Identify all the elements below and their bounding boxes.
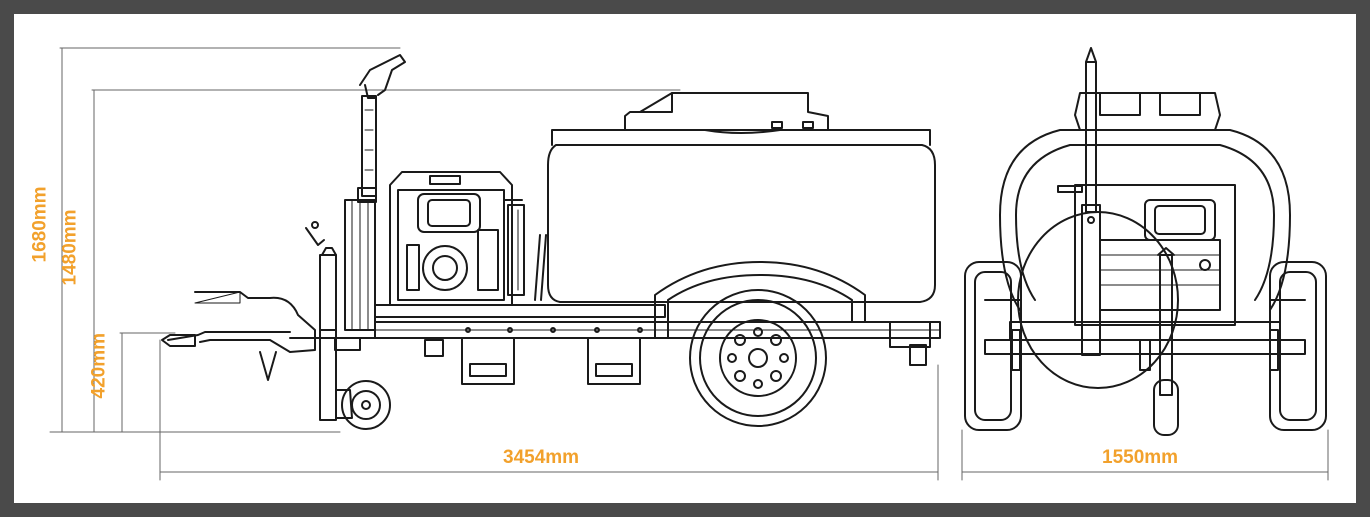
front-hose — [1017, 211, 1179, 389]
drawbar — [161, 291, 376, 381]
mudguard — [654, 261, 866, 339]
engine — [389, 171, 547, 306]
main-wheel — [689, 289, 827, 427]
technical-drawing — [49, 47, 1329, 481]
dimension-lines — [49, 47, 1329, 481]
tank — [547, 92, 936, 303]
trailer-side-view — [161, 54, 941, 430]
drawing-canvas: 1680mm 1480mm 420mm 3454mm 1550mm — [14, 14, 1356, 503]
hose-reel — [344, 187, 377, 331]
front-jockey-wheel — [1139, 247, 1179, 436]
dimension-height-total: 1680mm — [29, 186, 51, 263]
front-lance — [1081, 47, 1101, 356]
trailer-front-view — [964, 47, 1327, 436]
dimension-height-frame: 1480mm — [59, 209, 81, 286]
dimension-width: 1550mm — [1102, 447, 1179, 468]
front-tank — [999, 92, 1291, 311]
dimension-hitch-height: 420mm — [88, 333, 110, 399]
chassis — [374, 304, 941, 385]
dimension-length: 3454mm — [503, 447, 580, 468]
spray-lance — [359, 54, 406, 197]
jockey-wheel — [305, 221, 391, 430]
